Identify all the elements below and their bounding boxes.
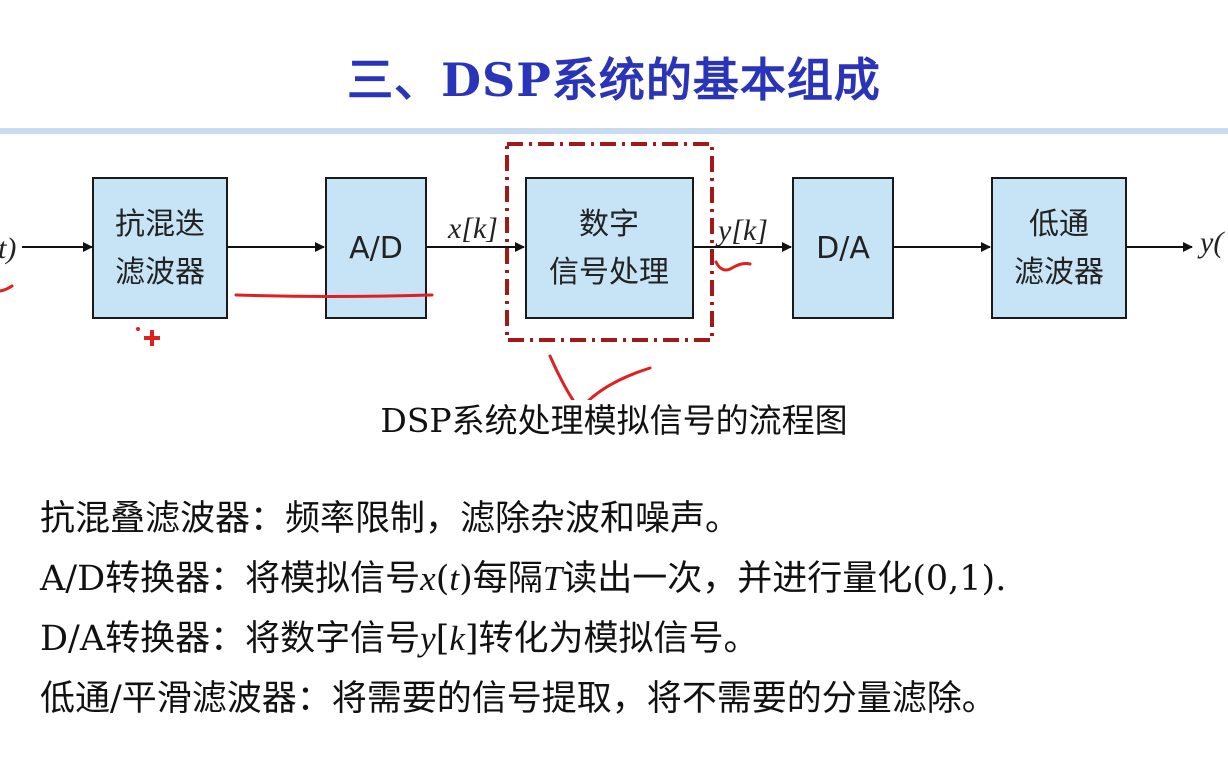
block-lowpass-filter: 低通 滤波器 xyxy=(991,177,1127,319)
desc-var-y: y xyxy=(420,619,436,658)
block-anti-alias-filter: 抗混迭 滤波器 xyxy=(92,177,228,319)
desc-text: 每隔 xyxy=(472,559,543,599)
annotation-dot xyxy=(136,327,140,331)
dsp-flow-diagram: t) 抗混迭 滤波器 A/D 数字 信号处理 D/A 低通 滤波器 x[k] y… xyxy=(0,142,1225,400)
annotation-cross-mark xyxy=(144,330,160,346)
annotation-underline xyxy=(234,293,434,298)
desc-var-k: k xyxy=(449,619,465,658)
signal-label-yk: y[k] xyxy=(715,214,768,247)
desc-text: D/A转换器：将数字信号 xyxy=(40,619,421,659)
desc-var-t: t xyxy=(449,559,460,598)
input-signal-label: t) xyxy=(0,232,16,265)
block-label: 抗混迭 xyxy=(115,207,205,242)
signal-label-xk: x[k] xyxy=(447,212,498,245)
output-signal-label: y( xyxy=(1197,226,1225,259)
block-digital-signal-processing: 数字 信号处理 xyxy=(525,177,694,319)
annotation-squiggle xyxy=(714,260,752,272)
dsp-highlight-frame xyxy=(505,142,714,342)
desc-text: 转化为模拟信号。 xyxy=(478,619,759,659)
desc-var-x: x xyxy=(420,559,436,598)
block-da-converter: D/A xyxy=(792,177,894,319)
block-label: 低通 xyxy=(1029,207,1089,242)
annotation-checkmark xyxy=(548,354,652,400)
desc-text: 读出一次，并进行量化(0,1). xyxy=(562,559,1007,599)
title-divider xyxy=(0,128,1228,134)
diagram-caption: DSP系统处理模拟信号的流程图 xyxy=(380,401,848,440)
page-title: 三、DSP系统的基本组成 xyxy=(347,53,881,107)
block-label: 数字 xyxy=(579,207,639,242)
desc-text: A/D转换器：将模拟信号 xyxy=(40,559,421,599)
desc-var-T: T xyxy=(542,559,563,598)
description-anti-alias: 抗混叠滤波器：频率限制，滤除杂波和噪声。 xyxy=(40,499,741,539)
block-label: 信号处理 xyxy=(549,255,669,290)
annotation-stroke-left xyxy=(0,284,14,293)
description-da: D/A转换器：将数字信号y[k]转化为模拟信号。 xyxy=(40,619,759,659)
block-label: 滤波器 xyxy=(1014,255,1104,290)
block-label: 滤波器 xyxy=(115,255,205,290)
description-ad: A/D转换器：将模拟信号x(t)每隔T读出一次，并进行量化(0,1). xyxy=(40,559,1007,599)
description-lowpass: 低通/平滑滤波器：将需要的信号提取，将不需要的分量滤除。 xyxy=(40,679,997,719)
block-label: A/D xyxy=(349,231,403,266)
block-label: D/A xyxy=(816,231,870,266)
